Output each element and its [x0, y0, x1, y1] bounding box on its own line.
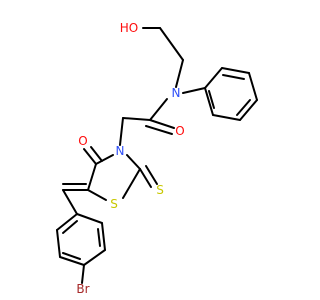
thione-sulfur-label: S	[156, 183, 164, 197]
bond-c4-o-2	[90, 146, 103, 162]
bond-carbonyl-ch2	[122, 117, 151, 121]
bond-ring-n-c4	[95, 154, 114, 165]
amide-nitrogen-label: N	[172, 86, 181, 100]
hydroxyl-label: HO	[120, 21, 138, 35]
bond-ar-4	[59, 256, 85, 266]
bond-c2-s-1	[139, 168, 152, 188]
bond-ph-3	[248, 72, 258, 101]
bond-ph-inner-1	[222, 74, 245, 80]
bond-ph-5	[212, 114, 241, 121]
molecule-structure: HO N O N O S S Br	[56, 21, 258, 296]
bond-c4-c5	[87, 163, 97, 191]
bond-ar-inner-1	[97, 228, 101, 247]
bond-ar-1	[76, 213, 103, 224]
bond-c2-s-2	[145, 165, 158, 185]
bond-ph-1	[204, 67, 223, 89]
bond-s1-c2	[122, 168, 141, 199]
bond-ring-n-c2	[126, 154, 141, 170]
bond-ar-5	[56, 229, 61, 258]
bond-ar-br	[81, 264, 85, 284]
bond-c-n	[175, 59, 184, 88]
ring-sulfur-label: S	[110, 197, 118, 211]
bond-ar-2	[101, 222, 106, 251]
ring-nitrogen-label: N	[116, 144, 125, 158]
bond-ch-aryl	[62, 189, 78, 215]
bond-c5-s1	[87, 189, 107, 201]
bond-ar-inner-3	[62, 220, 78, 234]
bond-ar-6	[56, 213, 78, 231]
bond-ar-3	[83, 249, 106, 266]
bond-c-c-chain	[159, 27, 184, 61]
bond-c4-o-1	[83, 148, 97, 165]
bond-ph-6	[204, 87, 214, 116]
bond-ph-inner-2	[236, 99, 251, 116]
bond-ph-2	[221, 67, 250, 74]
bond-ph-4	[239, 99, 258, 121]
atom-labels: HO N O N O S S Br	[76, 21, 184, 296]
bond-n-carbonyl	[149, 98, 168, 121]
bond-n-phenyl	[182, 87, 206, 94]
bonds	[56, 27, 258, 284]
ketone-oxygen-label: O	[78, 134, 87, 148]
amide-oxygen-label: O	[175, 124, 184, 138]
bond-ch2-ring-n	[119, 117, 124, 146]
bond-amide-c-o-2	[145, 125, 173, 135]
bond-amide-c-o-1	[149, 119, 175, 129]
bond-ar-inner-2	[62, 252, 81, 260]
bond-ph-inner-3	[208, 90, 215, 109]
bromine-label: Br	[76, 282, 89, 296]
